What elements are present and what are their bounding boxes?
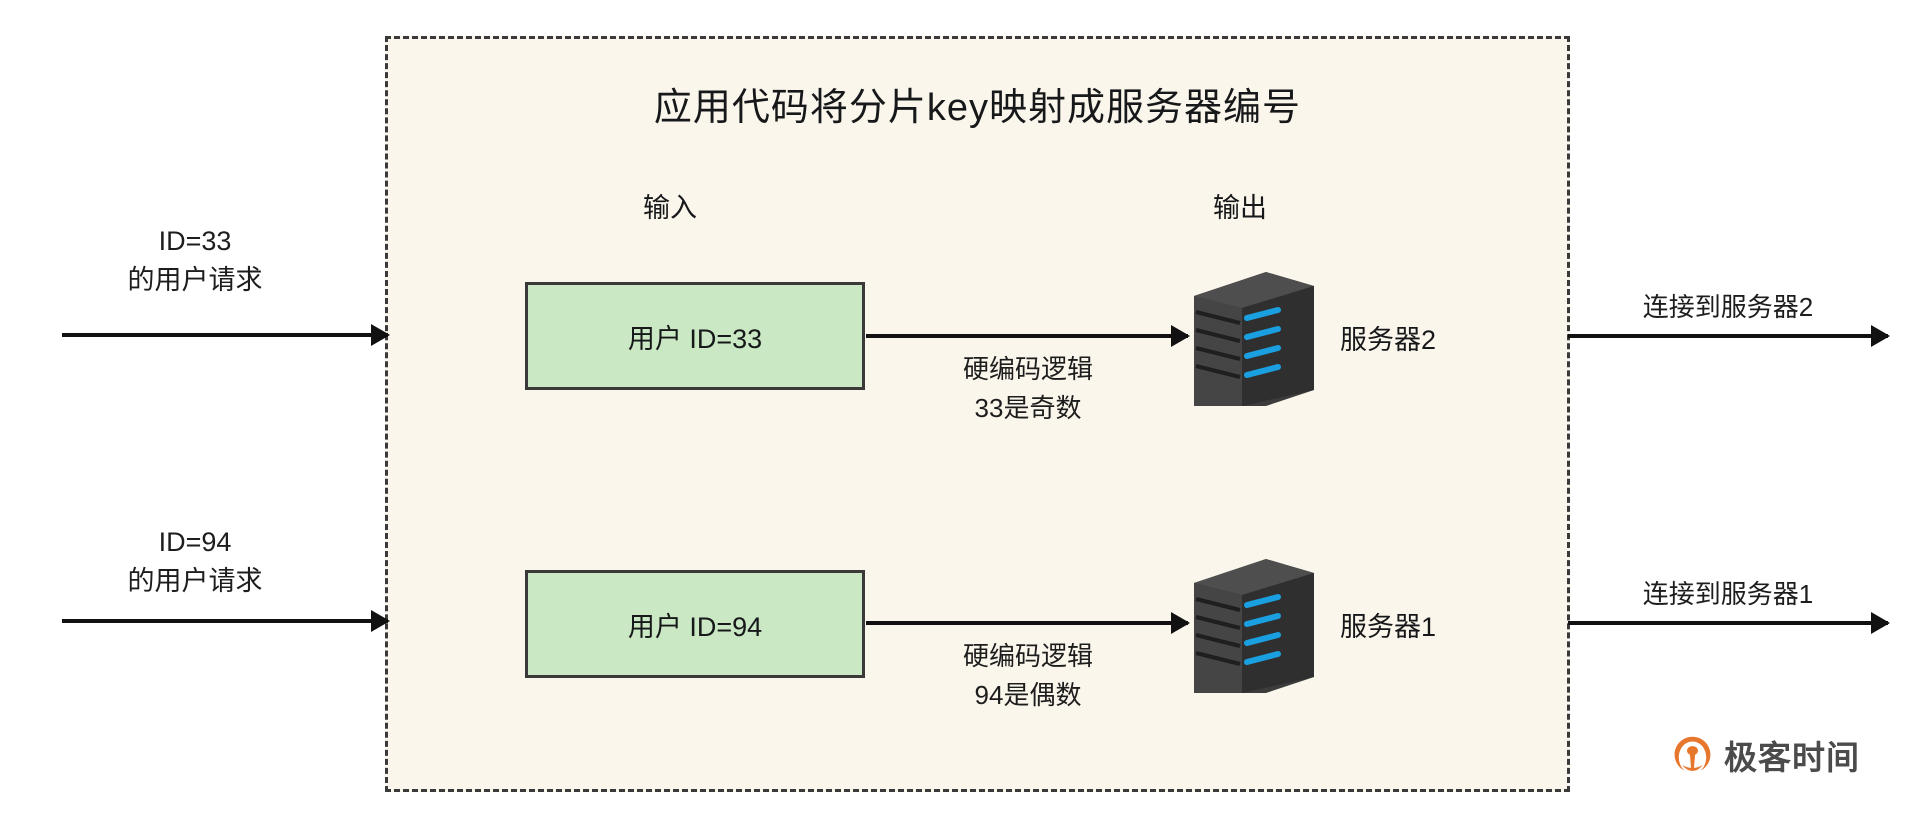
mapping-logic-line2-row-1: 94是偶数 xyxy=(974,680,1082,710)
page-title: 应用代码将分片key映射成服务器编号 xyxy=(653,87,1302,129)
input-box-label-row-1: 用户 ID=94 xyxy=(627,611,763,642)
request-id-row-1: ID=94 xyxy=(158,527,232,557)
request-sub-row-0: 的用户请求 xyxy=(127,265,263,296)
input-box-row-1: 用户 ID=94 xyxy=(525,570,865,678)
request-id-row-0: ID=33 xyxy=(158,226,232,256)
request-label-row-0: ID=33 的用户请求 xyxy=(45,222,345,300)
mapping-arrow-row-0 xyxy=(866,334,1188,338)
output-label-row-0: 连接到服务器2 xyxy=(1642,292,1814,322)
mapping-logic-line2-row-0: 33是奇数 xyxy=(974,393,1082,423)
input-box-label-row-0: 用户 ID=33 xyxy=(627,323,763,354)
mapping-label-row-1: 硬编码逻辑 94是偶数 xyxy=(868,637,1188,715)
geekbang-mark-icon xyxy=(1674,736,1711,771)
mapping-logic-line1-row-1: 硬编码逻辑 xyxy=(962,641,1093,671)
output-label-row-1: 连接到服务器1 xyxy=(1642,579,1814,609)
server-label-row-0: 服务器2 xyxy=(1340,325,1437,355)
outgoing-arrow-row-1 xyxy=(1568,621,1888,625)
brand-logo-text: 极客时间 xyxy=(1724,739,1860,776)
mapping-arrow-row-1 xyxy=(866,621,1188,625)
mapping-logic-line1-row-0: 硬编码逻辑 xyxy=(962,354,1093,384)
column-header-output: 输出 xyxy=(1213,193,1267,223)
server-icon xyxy=(1194,559,1314,693)
column-header-input: 输入 xyxy=(643,193,697,223)
request-label-row-1: ID=94 的用户请求 xyxy=(45,523,345,601)
server-icon xyxy=(1194,272,1314,406)
input-box-row-0: 用户 ID=33 xyxy=(525,282,865,390)
outgoing-arrow-row-0 xyxy=(1568,334,1888,338)
incoming-arrow-row-0 xyxy=(62,333,388,337)
request-sub-row-1: 的用户请求 xyxy=(127,566,263,597)
brand-logo: 极客时间 xyxy=(1672,731,1860,779)
incoming-arrow-row-1 xyxy=(62,619,388,623)
mapping-label-row-0: 硬编码逻辑 33是奇数 xyxy=(868,350,1188,428)
server-label-row-1: 服务器1 xyxy=(1340,612,1437,642)
